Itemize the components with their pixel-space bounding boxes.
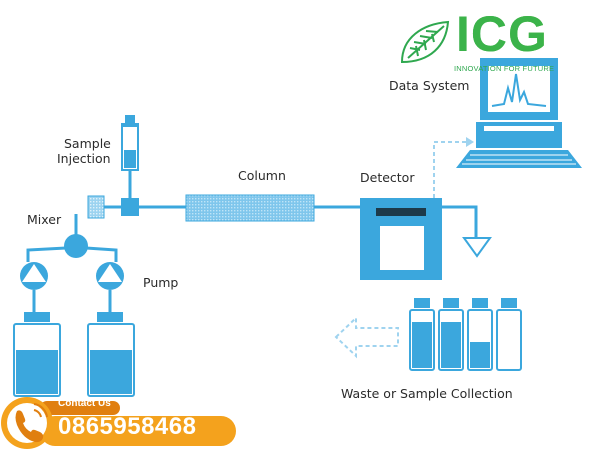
phone-icon: [15, 410, 44, 443]
sample-injection-label-line2: Injection: [57, 151, 111, 166]
detector-unit: [360, 198, 442, 280]
column-tube: [185, 194, 315, 222]
drain-funnel: [462, 237, 492, 258]
collection-arrow: [334, 315, 399, 359]
solvent-bottle-right: [87, 312, 135, 397]
vial-2: [438, 298, 464, 371]
sample-injection-label-line1: Sample: [64, 136, 111, 151]
waste-collection-label: Waste or Sample Collection: [341, 386, 513, 401]
data-signal-arrow: [433, 137, 474, 198]
pump-left: [20, 262, 48, 290]
mixer-block: [87, 195, 105, 219]
pump-label: Pump: [143, 275, 179, 290]
detector-label: Detector: [360, 170, 415, 185]
contact-block: Contact Us 0865958468: [0, 396, 240, 450]
icg-logo: ICG INNOVATION FOR FUTURE: [398, 8, 598, 82]
collection-vials: [409, 298, 522, 371]
logo-text: ICG: [456, 6, 548, 62]
data-system-label: Data System: [389, 78, 470, 93]
syringe-icon: [121, 115, 139, 198]
pump-right: [96, 262, 124, 290]
contact-badge: [1, 397, 236, 449]
vial-3: [467, 298, 493, 371]
leaf-icon: [400, 20, 450, 64]
mixer-circle: [64, 234, 88, 258]
vial-1: [409, 298, 435, 371]
logo-tagline: INNOVATION FOR FUTURE: [454, 64, 555, 73]
mixer-label: Mixer: [27, 212, 62, 227]
injection-valve: [121, 198, 139, 216]
flow-lines: [26, 205, 478, 314]
column-label: Column: [238, 168, 286, 183]
contact-label: Contact Us: [58, 398, 111, 409]
vial-4: [496, 298, 522, 371]
data-system-computer: [456, 58, 582, 168]
solvent-bottle-left: [13, 312, 61, 397]
phone-number[interactable]: 0865958468: [58, 413, 197, 440]
